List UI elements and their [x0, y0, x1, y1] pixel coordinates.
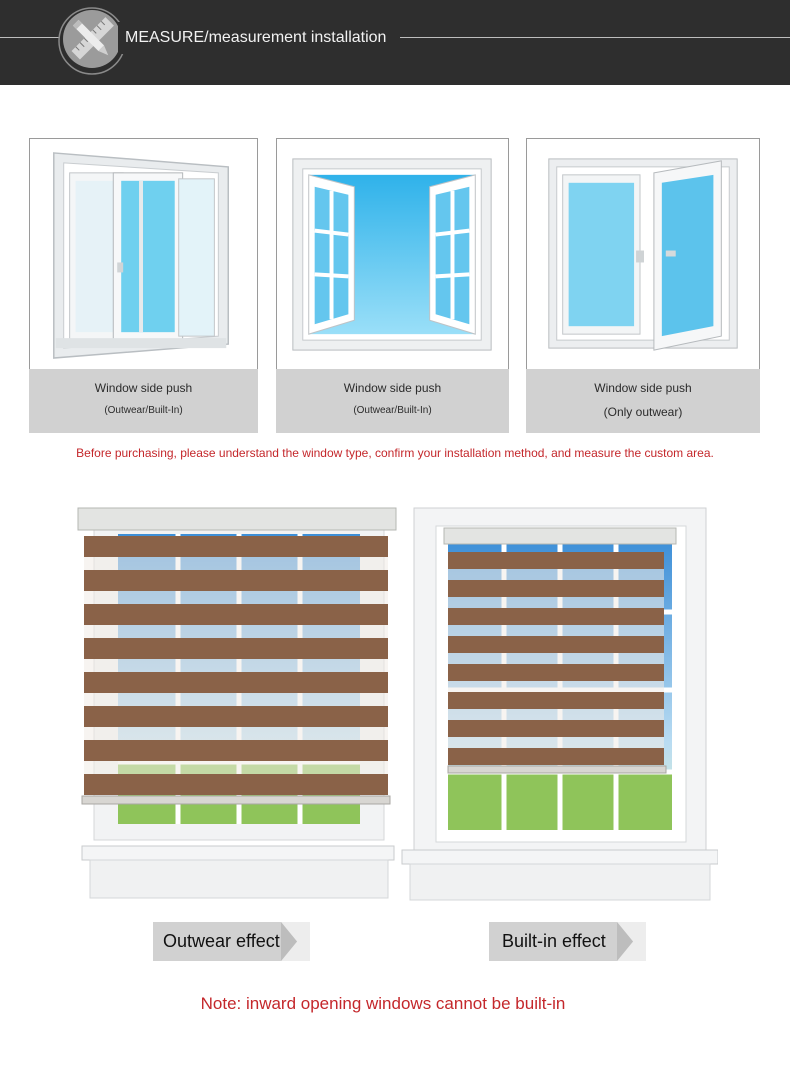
window-type-card: Window side push (Only outwear)	[526, 138, 760, 433]
window-type-caption: Window side push (Outwear/Built-In)	[29, 369, 258, 433]
window-type-card: Window side push (Outwear/Built-In)	[29, 138, 258, 433]
purchase-notice: Before purchasing, please understand the…	[76, 446, 714, 460]
effect-label-text: Built-in effect	[502, 931, 606, 951]
window-type-subtitle: (Only outwear)	[603, 405, 683, 419]
header-divider-right	[400, 37, 790, 38]
installation-note: Note: inward opening windows cannot be b…	[200, 994, 566, 1013]
built-in-effect-image	[400, 500, 718, 910]
ruler-pencil-icon	[57, 6, 127, 76]
header-divider-left	[0, 37, 60, 38]
sliding-window-image	[29, 138, 258, 369]
outwear-effect-image	[74, 500, 400, 910]
header-bar: MEASURE/measurement installation	[0, 0, 790, 85]
window-type-title: Window side push	[343, 381, 442, 395]
window-type-caption: Window side push (Outwear/Built-In)	[276, 369, 509, 433]
window-type-subtitle: (Outwear/Built-In)	[353, 405, 432, 416]
section-title: MEASURE/measurement installation	[118, 22, 397, 54]
window-type-title: Window side push	[594, 381, 692, 395]
window-type-caption: Window side push (Only outwear)	[526, 369, 760, 433]
window-type-subtitle: (Outwear/Built-In)	[104, 405, 183, 416]
outwear-effect-label: Outwear effect	[153, 922, 310, 961]
effect-label-text: Outwear effect	[163, 931, 280, 951]
window-type-card: Window side push (Outwear/Built-In)	[276, 138, 509, 433]
window-type-title: Window side push	[94, 381, 193, 395]
casement-window-image	[276, 138, 509, 369]
outward-casement-window-image	[526, 138, 760, 369]
built-in-effect-label: Built-in effect	[489, 922, 646, 961]
